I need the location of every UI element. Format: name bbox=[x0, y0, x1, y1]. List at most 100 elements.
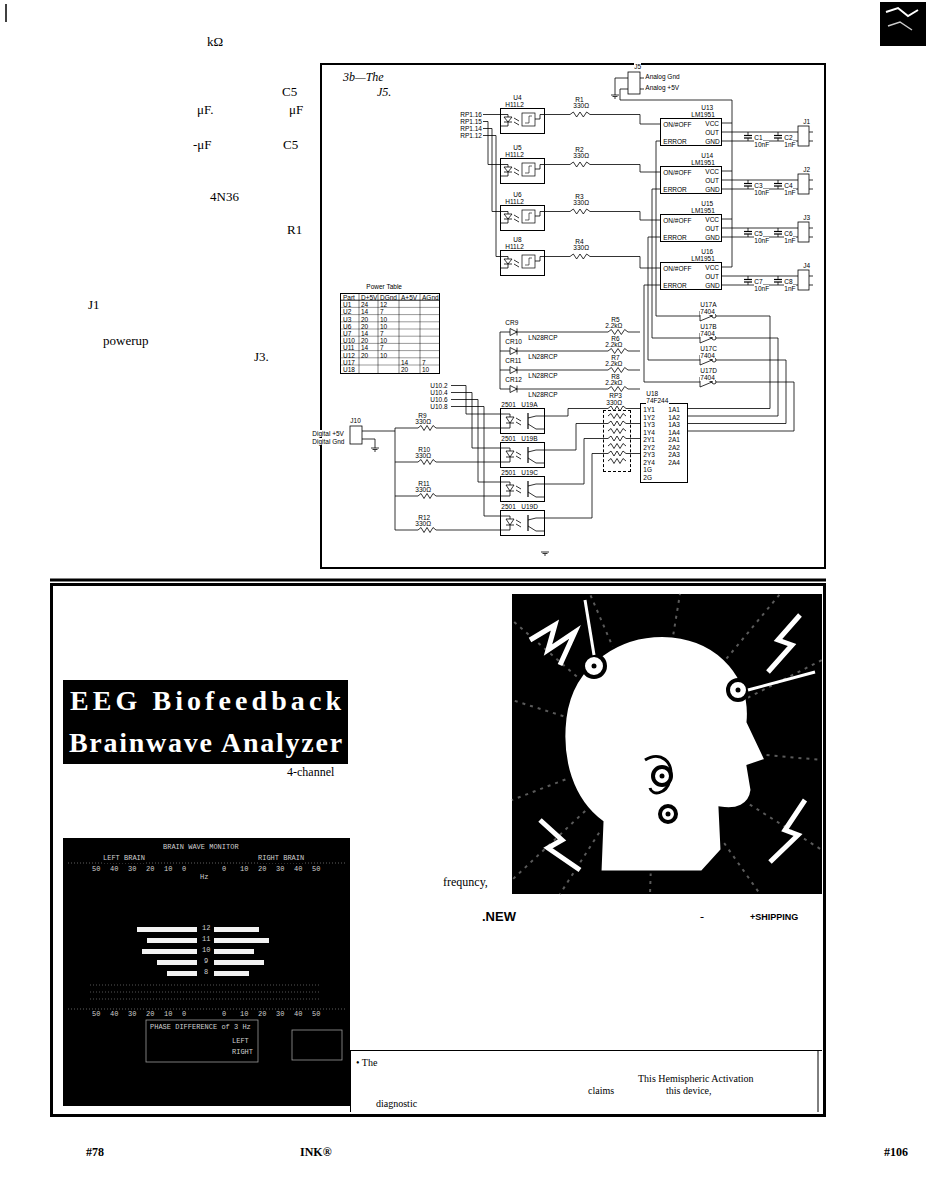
table-cell: 10 bbox=[380, 316, 387, 323]
table-cell: 7 bbox=[380, 308, 384, 315]
corner-tab bbox=[888, 22, 912, 30]
node-text: diagnostic bbox=[376, 1098, 417, 1109]
node-text: 1G bbox=[643, 466, 652, 473]
table-cell: D+5V bbox=[361, 294, 377, 301]
table-cell: 7 bbox=[422, 359, 426, 366]
phototransistor-symbol bbox=[527, 413, 528, 429]
node-text: • The bbox=[356, 1057, 377, 1068]
schematic-label: U10.8 bbox=[430, 403, 448, 410]
node-text: RIGHT BRAIN bbox=[258, 855, 304, 863]
schematic-label: 330Ω bbox=[573, 102, 589, 109]
schematic-label: LN28RCP bbox=[528, 372, 558, 379]
node-text: 1A4 bbox=[668, 429, 680, 436]
regulator-chip: U13LM1951ON/#OFFVCCOUTGNDERROR bbox=[660, 118, 722, 146]
screenshot-panel bbox=[63, 838, 350, 1106]
lightning-bolt bbox=[540, 820, 580, 870]
electrode bbox=[736, 688, 741, 693]
table-cell: 20 bbox=[361, 337, 368, 344]
resistor-symbol bbox=[608, 349, 628, 354]
table-rule bbox=[340, 350, 440, 351]
connector-pin bbox=[640, 78, 644, 79]
light-arrow bbox=[514, 260, 519, 263]
schematic-label: LN28RCP bbox=[528, 353, 558, 360]
ad-rule bbox=[50, 579, 826, 582]
node-text: LM1951 bbox=[691, 255, 715, 262]
connector-symbol bbox=[798, 174, 809, 194]
table-rule bbox=[340, 314, 440, 315]
supply-bus bbox=[395, 428, 396, 530]
ground-symbol bbox=[614, 98, 616, 99]
table-rule bbox=[399, 293, 400, 374]
resistor-symbol bbox=[418, 494, 436, 499]
table-cell: 24 bbox=[361, 301, 368, 308]
optocoupler-chip: U4H11L2 bbox=[500, 108, 545, 134]
table-rule bbox=[340, 357, 440, 358]
node-text: LM1951 bbox=[691, 207, 715, 214]
resistor-ground bbox=[418, 527, 436, 533]
table-cell: 10 bbox=[380, 323, 387, 330]
screen-text: PHASE DIFFERENCE of 3 Hz bbox=[150, 1024, 251, 1032]
optocoupler-chip: 2501U19C bbox=[500, 476, 545, 502]
schematic-label: Analog +5V bbox=[645, 84, 679, 91]
connector-symbol bbox=[350, 426, 362, 444]
optocoupler-chip: U8H11L2 bbox=[500, 250, 545, 276]
resistor-ground bbox=[608, 428, 626, 434]
ground-symbol bbox=[543, 553, 548, 554]
screen-text: 20 bbox=[146, 866, 154, 874]
screen-text: 50 bbox=[312, 1011, 320, 1019]
schmitt-symbol bbox=[525, 166, 532, 173]
resistor-symbol bbox=[608, 421, 626, 426]
screen-bar bbox=[142, 949, 197, 954]
table-cell: AGnd bbox=[422, 294, 439, 301]
table-cell: U18 bbox=[343, 366, 355, 373]
resistor-ground bbox=[570, 112, 590, 118]
screen-text: 30 bbox=[276, 866, 284, 874]
table-cell: 14 bbox=[401, 359, 408, 366]
node-text: 1Y3 bbox=[643, 421, 655, 428]
capacitor-symbol bbox=[748, 138, 749, 141]
wire-line bbox=[722, 171, 732, 172]
wire-line bbox=[483, 129, 500, 212]
resistor-symbol bbox=[608, 451, 626, 456]
led-symbol bbox=[506, 451, 514, 457]
table-rule bbox=[420, 293, 421, 374]
screen-bar bbox=[137, 927, 197, 932]
wire-line bbox=[722, 180, 798, 181]
regulator-chip: U16LM1951ON/#OFFVCCOUTGNDERROR bbox=[660, 262, 722, 290]
schematic-label: J4 bbox=[803, 262, 810, 269]
table-cell: 14 bbox=[361, 330, 368, 337]
led-symbol bbox=[500, 448, 510, 451]
wire-line bbox=[722, 123, 732, 124]
body-text: 4N36 bbox=[210, 190, 239, 204]
diode-symbol bbox=[510, 367, 517, 374]
screen-text: 40 bbox=[110, 866, 118, 874]
led-symbol bbox=[506, 485, 514, 491]
table-cell: U10 bbox=[343, 337, 355, 344]
schmitt-symbol bbox=[522, 163, 535, 176]
ground-symbol bbox=[541, 552, 549, 553]
screen-text: 50 bbox=[92, 866, 100, 874]
capacitor-symbol bbox=[774, 183, 782, 184]
node-text: ON/#OFF bbox=[663, 217, 692, 224]
node-text: U19B bbox=[521, 435, 538, 442]
wire-line bbox=[362, 439, 375, 448]
body-text: J3. bbox=[254, 350, 269, 364]
capacitor-symbol bbox=[778, 186, 779, 189]
table-cell: 20 bbox=[361, 352, 368, 359]
table-cell: Part bbox=[343, 294, 355, 301]
screen-text: 12 bbox=[202, 925, 210, 933]
screen-bar bbox=[147, 938, 197, 943]
node-text: ERROR bbox=[663, 282, 687, 289]
resistor-symbol bbox=[570, 162, 590, 167]
phototransistor-symbol bbox=[528, 526, 545, 531]
resistor-symbol bbox=[418, 426, 436, 431]
wire-line bbox=[483, 122, 500, 165]
body-text: powerup bbox=[103, 334, 149, 348]
led-symbol bbox=[506, 519, 514, 525]
schematic-label: 7404 bbox=[700, 352, 715, 359]
light-arrow bbox=[514, 219, 519, 222]
node-text: this device, bbox=[666, 1085, 712, 1096]
connector-symbol bbox=[628, 72, 640, 94]
